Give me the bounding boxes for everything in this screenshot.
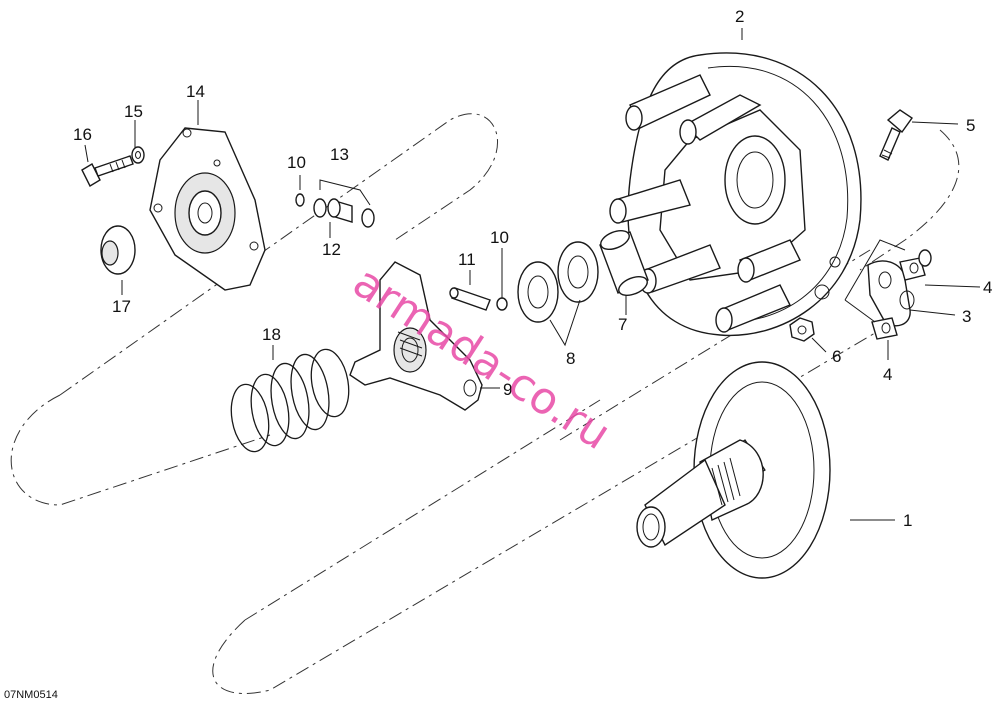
callout-15: 15 bbox=[124, 102, 143, 121]
cover bbox=[149, 127, 266, 291]
callout-16: 16 bbox=[73, 125, 92, 144]
callout-10-left: 10 bbox=[287, 153, 306, 172]
callout-17: 17 bbox=[112, 297, 131, 316]
washers bbox=[517, 241, 599, 323]
spring bbox=[230, 348, 350, 453]
lever-bracket bbox=[844, 239, 932, 340]
fixed-sheave bbox=[636, 361, 831, 579]
pin-small bbox=[295, 193, 508, 311]
callouts: 1 2 3 4 4 5 6 7 8 9 10 10 11 12 13 14 15… bbox=[73, 7, 992, 530]
callout-3: 3 bbox=[962, 307, 971, 326]
callout-4-lower: 4 bbox=[883, 365, 892, 384]
callout-10-right: 10 bbox=[490, 228, 509, 247]
callout-4-upper: 4 bbox=[983, 278, 992, 297]
nut bbox=[789, 317, 815, 342]
callout-1: 1 bbox=[903, 511, 912, 530]
sliding-sheave bbox=[609, 52, 862, 337]
reference-code: 07NM0514 bbox=[4, 689, 58, 701]
callout-9: 9 bbox=[503, 380, 512, 399]
callout-11: 11 bbox=[458, 250, 476, 269]
callout-5: 5 bbox=[966, 116, 975, 135]
bushing bbox=[599, 229, 649, 297]
callout-7: 7 bbox=[618, 315, 627, 334]
roller-bushings bbox=[313, 179, 375, 228]
callout-8: 8 bbox=[566, 349, 575, 368]
callout-14: 14 bbox=[186, 82, 205, 101]
callout-12: 12 bbox=[322, 240, 341, 259]
end-cap bbox=[100, 225, 136, 275]
dowel-pin bbox=[449, 287, 491, 311]
spider bbox=[349, 261, 483, 411]
callout-2: 2 bbox=[735, 7, 744, 26]
cap-screw bbox=[879, 109, 913, 161]
callout-13: 13 bbox=[330, 145, 349, 164]
lock-washer bbox=[131, 146, 145, 164]
leader-lines bbox=[84, 28, 981, 521]
callout-18: 18 bbox=[262, 325, 281, 344]
callout-6: 6 bbox=[832, 347, 841, 366]
bolt bbox=[81, 155, 134, 187]
